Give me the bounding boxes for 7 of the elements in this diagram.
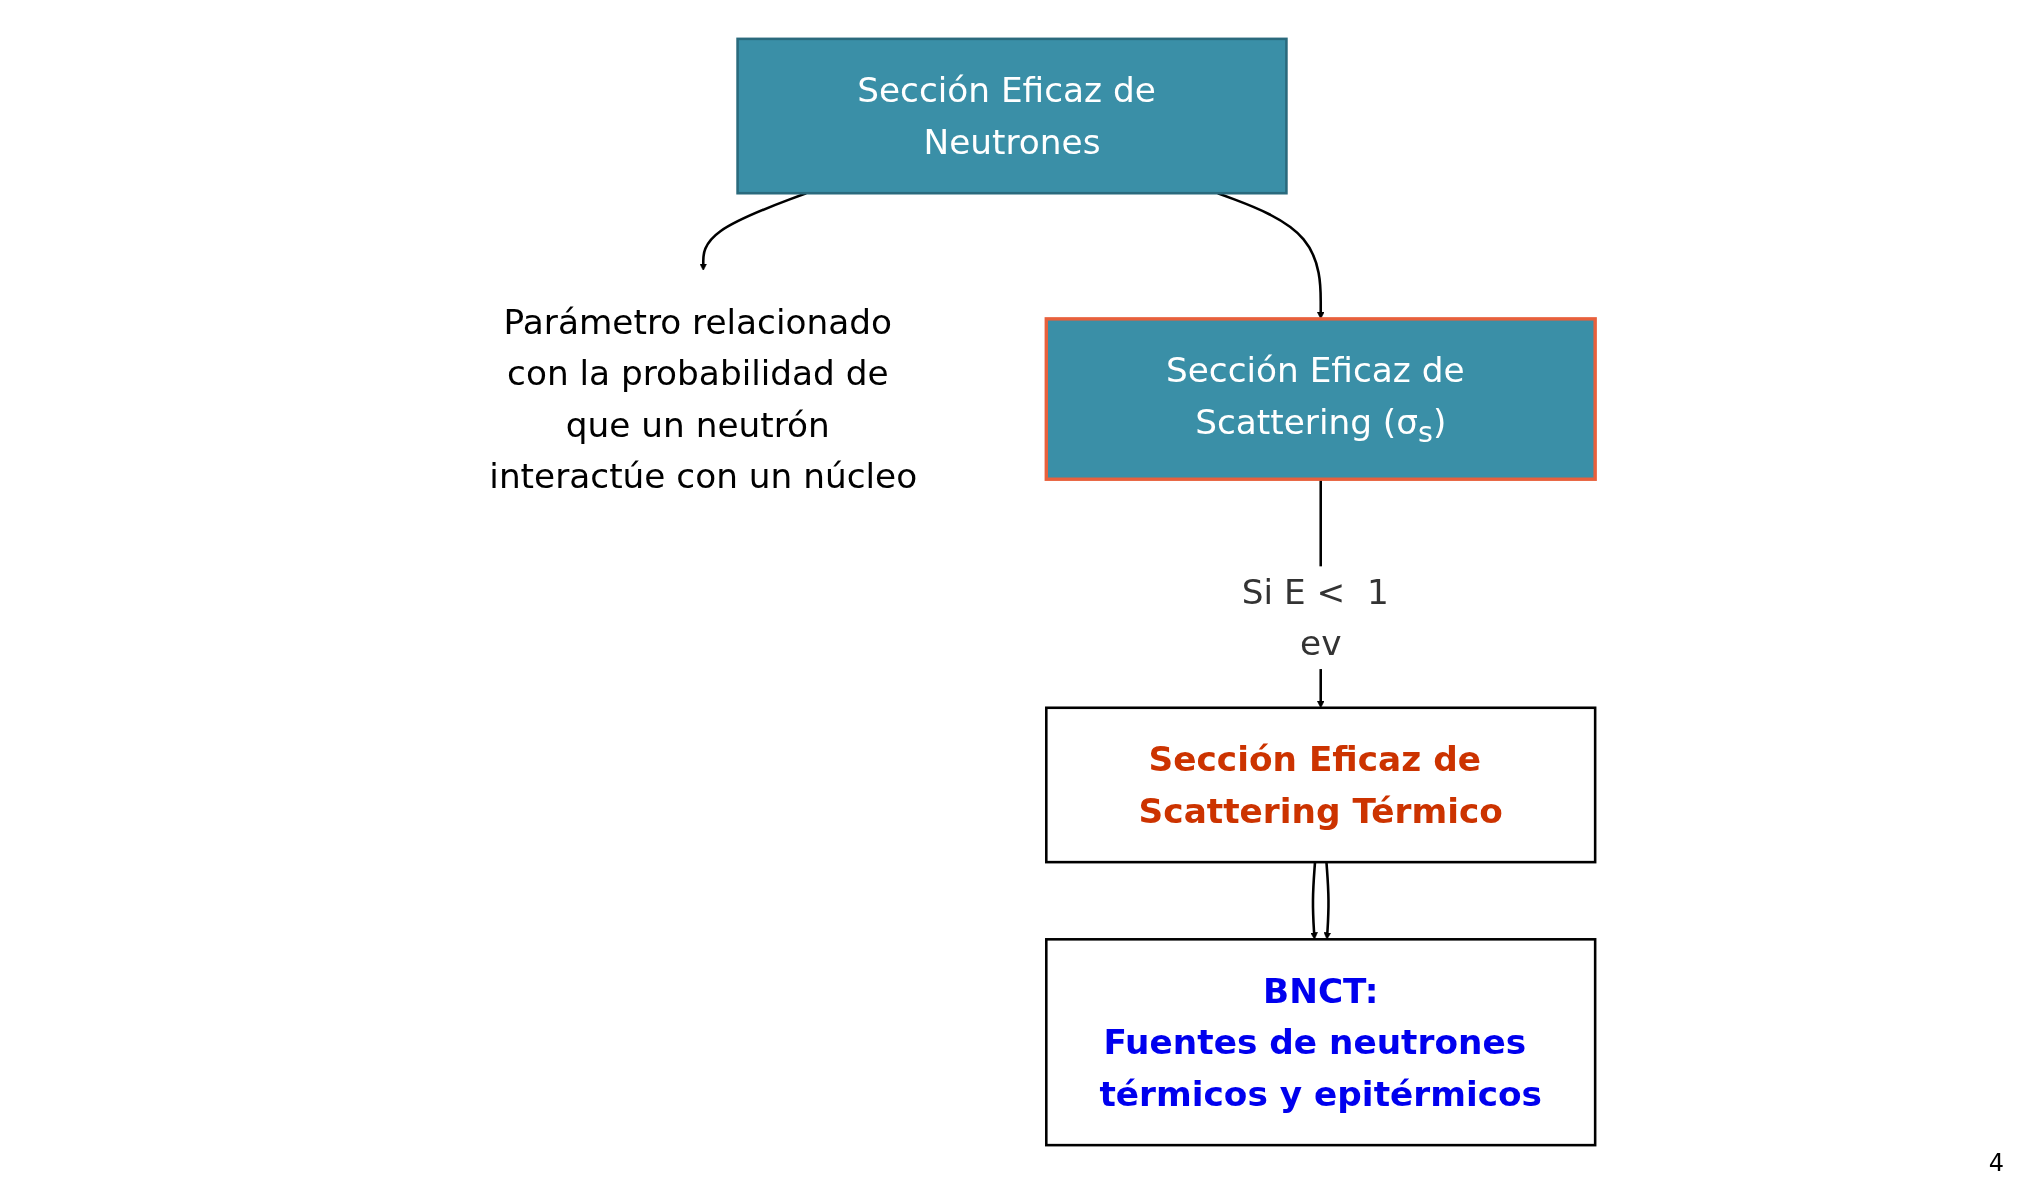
node-box: Sección Eficaz de Neutrones bbox=[736, 37, 1288, 194]
node-box: Sección Eficaz de Scattering Térmico bbox=[1045, 706, 1597, 863]
node-box: Sección Eficaz de Scattering (σ$_{s}$) bbox=[1044, 316, 1597, 481]
node-box: BNCT: Fuentes de neutrones térmicos y epitérmicos bbox=[1045, 937, 1597, 1146]
node-text: Parámetro relacionado con la probabilidad de que un neutrón interactúe con un núcleo bbox=[489, 301, 918, 496]
page-number: 4 bbox=[1988, 1149, 2004, 1177]
edge-label: Si E < 1 ev bbox=[1241, 571, 1389, 663]
